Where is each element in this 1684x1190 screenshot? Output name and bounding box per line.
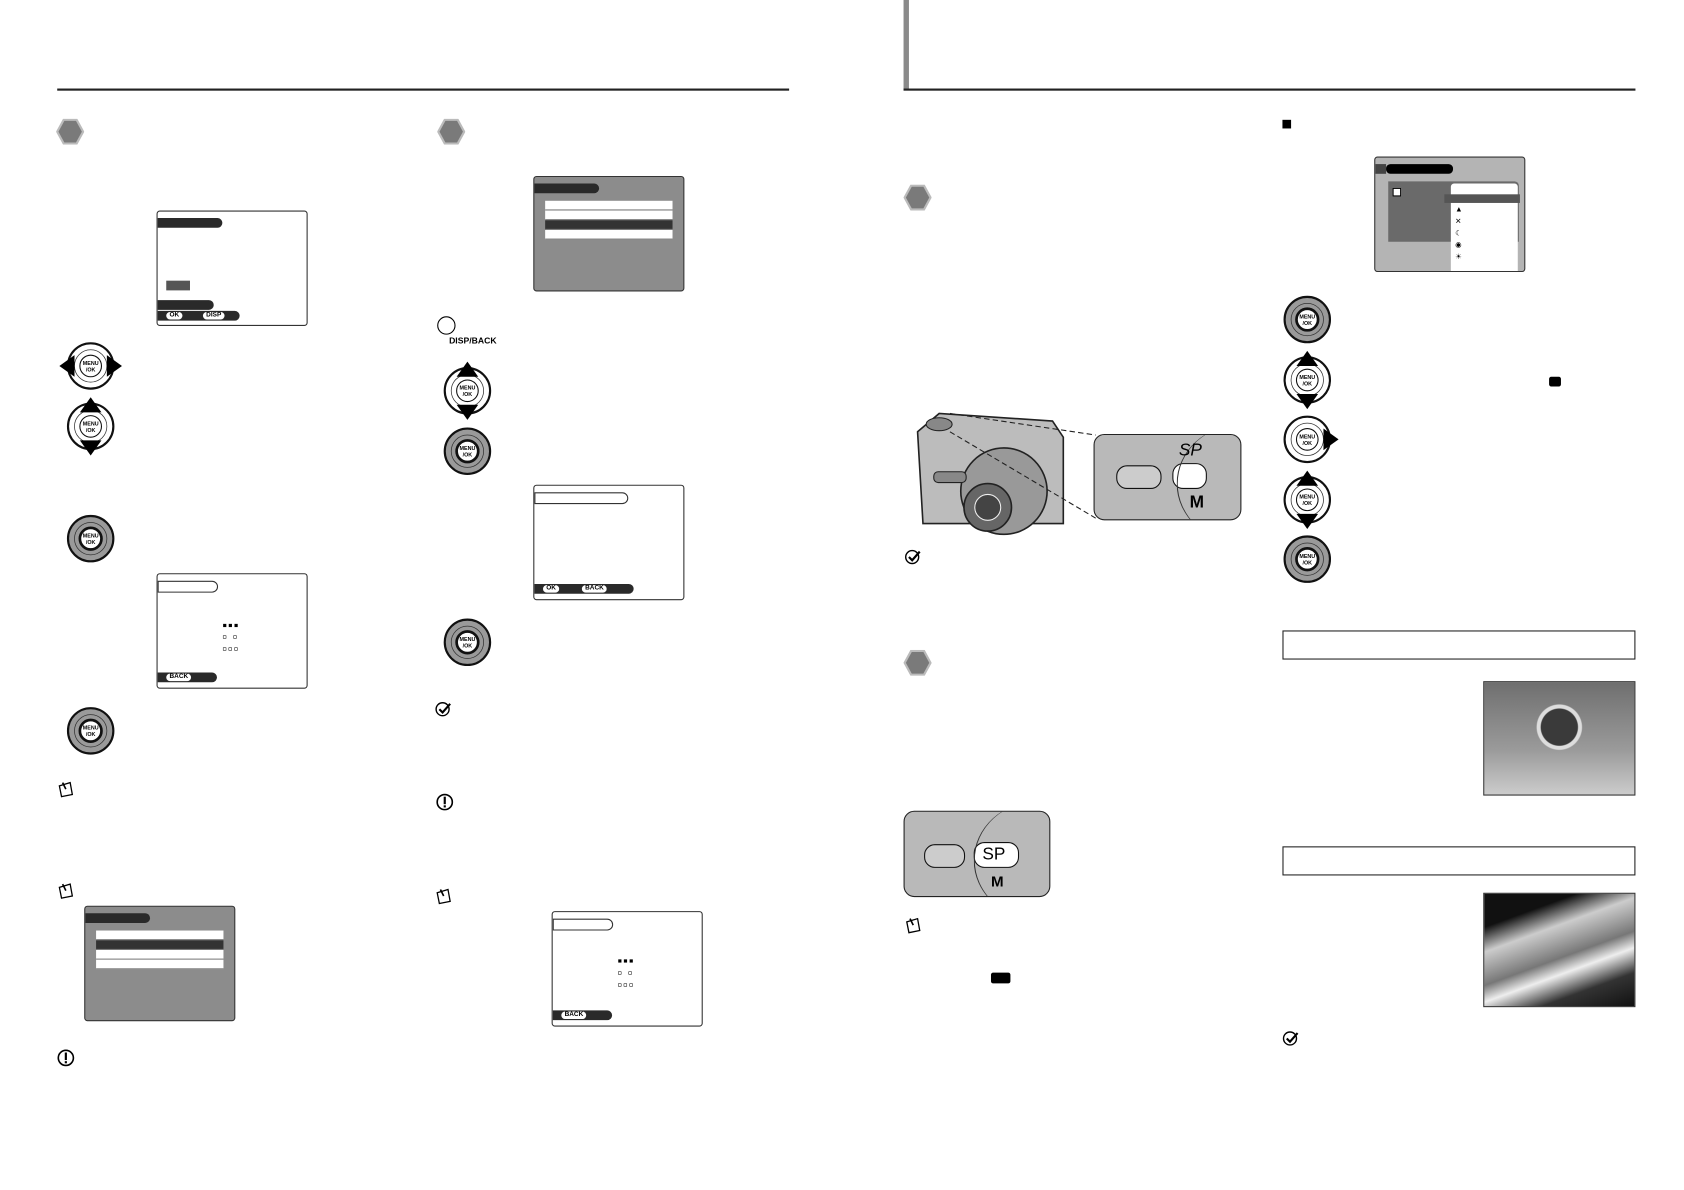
lcd-screen-2: ▪▪▪▫ ▫▫▫▫ BACK	[156, 573, 308, 689]
svg-text:MENU: MENU	[83, 421, 99, 427]
scene-heading-box-1	[1282, 630, 1636, 660]
svg-text:MENU: MENU	[1299, 554, 1315, 560]
step-marker-icon	[55, 118, 85, 145]
dpad-left-right-icon: MENU/OK	[58, 334, 123, 399]
lcd-hint-bar	[157, 310, 240, 321]
grid-icon: ▪▪▪▫ ▫▫▫▫	[222, 617, 240, 657]
header-rule-left	[57, 88, 790, 91]
scene-icons: ▲✕☾◉☀	[1455, 206, 1463, 262]
svg-text:/OK: /OK	[86, 732, 96, 738]
lcd-title-bar	[85, 913, 151, 923]
lcd-menu-screen	[533, 175, 685, 292]
svg-text:MENU: MENU	[1299, 434, 1315, 440]
dpad-up-down-icon: MENU/OK	[1275, 467, 1340, 532]
camera-icon	[1549, 376, 1561, 387]
svg-text:MENU: MENU	[1299, 495, 1315, 501]
dpad-center-icon: MENU/OK	[1275, 527, 1340, 592]
sp-label: SP	[982, 845, 1006, 864]
dpad-center-icon: MENU/OK	[435, 419, 500, 484]
svg-text:MENU: MENU	[83, 361, 99, 367]
lcd-title-bar	[157, 580, 219, 593]
mode-icon	[990, 972, 1011, 984]
dpad-center-icon: MENU/OK	[58, 698, 123, 763]
check-icon	[434, 701, 453, 720]
dpad-up-down-icon: MENU/OK	[435, 358, 500, 423]
mode-dial-sp: SP M	[903, 810, 1051, 898]
ok-label: OK	[542, 585, 560, 593]
lcd-title-bar	[157, 218, 223, 228]
lcd-title-bar	[552, 918, 614, 931]
portrait-photo	[1483, 681, 1636, 796]
m-label: M	[990, 872, 1004, 890]
ok-label: OK	[166, 311, 183, 320]
memo-icon	[56, 881, 75, 900]
svg-text:/OK: /OK	[86, 367, 96, 373]
svg-text:/OK: /OK	[1302, 381, 1312, 387]
lcd-screen-1: OK DISP	[156, 210, 308, 327]
step-marker-icon	[903, 649, 932, 676]
lcd-screen-4: ▪▪▪▫ ▫▫▫▫ BACK	[551, 911, 703, 1027]
svg-text:MENU: MENU	[460, 637, 476, 643]
camera-icon	[1392, 187, 1402, 197]
svg-text:/OK: /OK	[1302, 561, 1312, 567]
svg-text:MENU: MENU	[1299, 314, 1315, 320]
dpad-right-icon: MENU/OK	[1275, 407, 1340, 472]
dpad-up-down-icon: MENU/OK	[58, 394, 123, 459]
svg-text:/OK: /OK	[1302, 501, 1312, 507]
back-label: BACK	[581, 585, 608, 593]
dpad-center-icon: MENU/OK	[1275, 287, 1340, 352]
page-tab-bar	[903, 0, 909, 90]
back-label: BACK	[561, 1011, 587, 1020]
back-label: BACK	[166, 673, 192, 682]
step-marker-icon	[903, 184, 932, 211]
svg-text:MENU: MENU	[460, 386, 476, 392]
grid-icon: ▪▪▪▫ ▫▫▫▫	[617, 953, 635, 993]
bullet-square	[1282, 119, 1292, 129]
sp-label: SP	[1178, 441, 1202, 460]
svg-text:/OK: /OK	[1302, 441, 1312, 447]
svg-text:MENU: MENU	[83, 726, 99, 732]
svg-text:MENU: MENU	[460, 446, 476, 452]
disp-back-button-icon	[437, 316, 456, 335]
svg-text:MENU: MENU	[1299, 375, 1315, 381]
lcd-title-bar	[534, 492, 629, 505]
header-rule-right	[903, 88, 1636, 91]
camera-illustration	[916, 412, 1096, 536]
step-marker-icon	[437, 118, 466, 145]
scene-menu-screen: ▲✕☾◉☀	[1374, 156, 1526, 273]
scene-heading-box-2	[1282, 846, 1636, 876]
svg-text:/OK: /OK	[1302, 321, 1312, 327]
caution-icon	[435, 792, 454, 811]
caution-icon	[56, 1048, 75, 1067]
lcd-menu-screen	[84, 905, 236, 1022]
landscape-photo	[1483, 892, 1636, 1008]
svg-text:/OK: /OK	[463, 453, 473, 459]
dpad-up-down-icon: MENU/OK	[1275, 348, 1340, 413]
svg-text:/OK: /OK	[86, 428, 96, 434]
svg-text:/OK: /OK	[86, 540, 96, 546]
svg-text:/OK: /OK	[463, 392, 473, 398]
svg-text:MENU: MENU	[83, 534, 99, 540]
lcd-value-box	[166, 280, 190, 291]
dpad-center-icon: MENU/OK	[435, 610, 500, 675]
m-label: M	[1189, 493, 1204, 512]
memo-icon	[56, 779, 75, 798]
memo-icon	[904, 915, 923, 934]
disp-label: DISP	[202, 311, 225, 320]
check-icon	[1281, 1030, 1300, 1049]
lcd-hint-bar	[157, 300, 214, 310]
mode-dial-closeup: SP M	[1093, 433, 1242, 521]
memo-icon	[434, 886, 453, 905]
lcd-screen-3: OK BACK	[533, 484, 685, 601]
check-icon	[904, 548, 923, 567]
disp-back-label: DISP/BACK	[449, 335, 497, 346]
lcd-title-bar	[534, 183, 600, 194]
dpad-center-icon: MENU/OK	[58, 506, 123, 571]
svg-text:/OK: /OK	[463, 644, 473, 650]
